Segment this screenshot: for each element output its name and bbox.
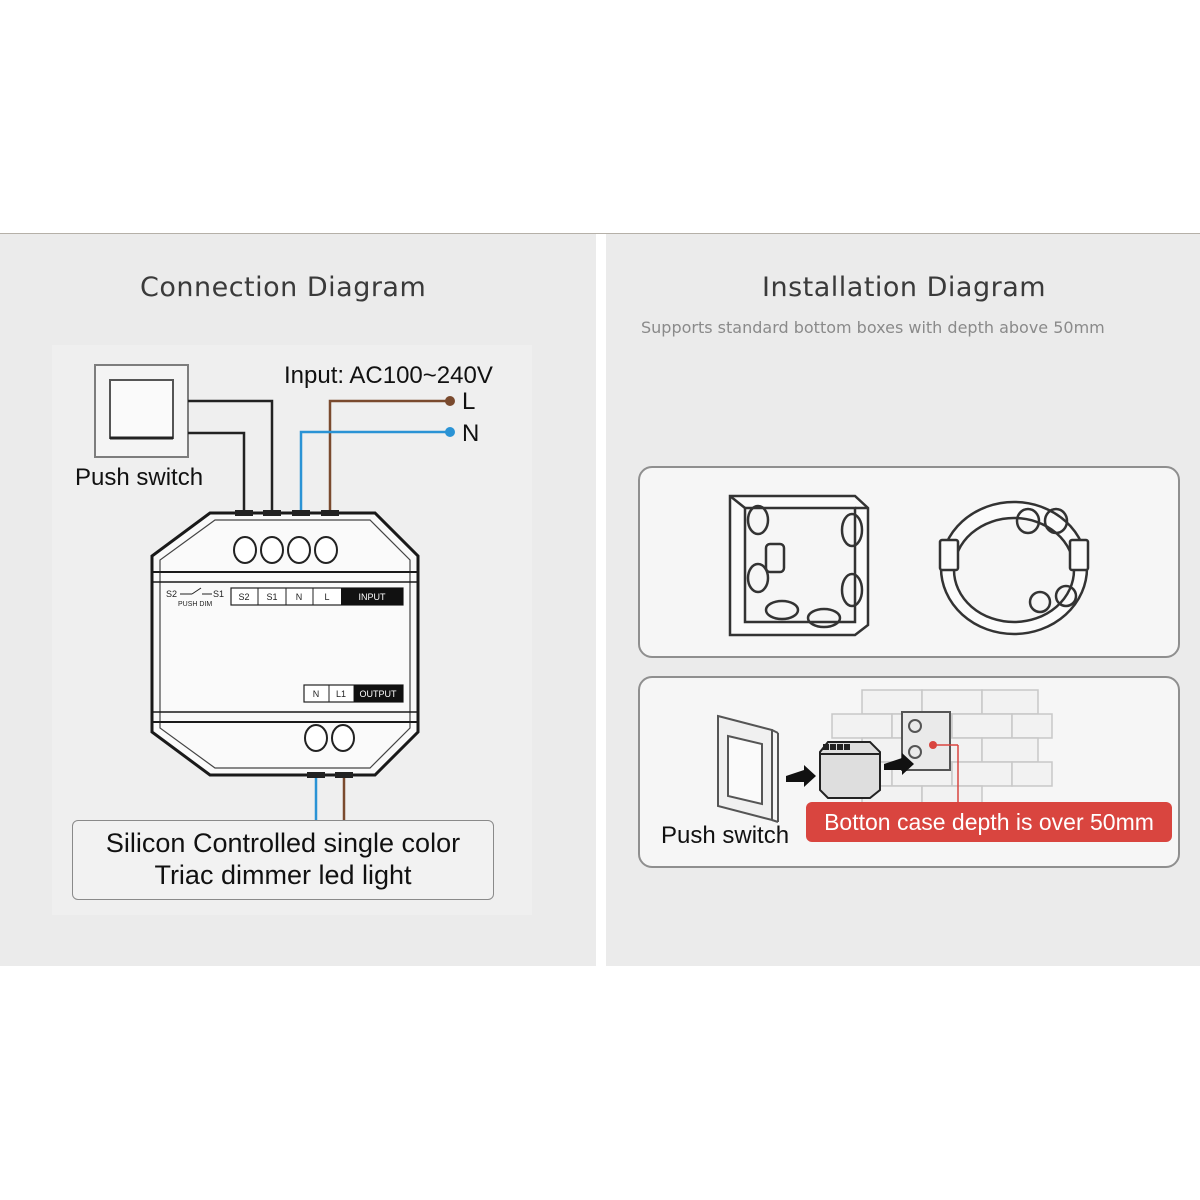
round-back-box-icon: [938, 500, 1090, 636]
symbol-s2-text: S2: [166, 589, 177, 599]
input-voltage-label: Input: AC100~240V: [284, 362, 493, 389]
push-switch-label: Push switch: [75, 464, 204, 491]
output-term-l1: L1: [336, 689, 346, 699]
output-term-n: N: [313, 689, 320, 699]
neutral-label: N: [462, 420, 480, 447]
connection-diagram: S2 S1 PUSH DIM S2 S1 N L INPUT N L1 OUTP…: [94, 364, 455, 822]
installation-drawings: [717, 494, 1090, 823]
live-terminal-dot: [445, 396, 455, 406]
push-switch-icon: [94, 364, 189, 458]
output-tag-text: OUTPUT: [360, 689, 398, 699]
symbol-s1-text: S1: [213, 589, 224, 599]
dimmer-module-icon: [819, 741, 881, 799]
input-term-l: L: [324, 592, 329, 602]
push-dim-symbol-icon: S2 S1 PUSH DIM: [166, 587, 224, 608]
input-terminal-strip: S2 S1 N L INPUT: [230, 587, 404, 606]
depth-note-badge: Botton case depth is over 50mm: [806, 802, 1172, 842]
arrow-right-icon: [786, 765, 816, 787]
wall-box-icon: [901, 711, 959, 802]
back-box-types-card: [638, 466, 1180, 658]
switch-wire-s1: [188, 431, 246, 515]
output-terminal-strip: N L1 OUTPUT: [303, 684, 404, 703]
live-wire: [328, 399, 450, 515]
arrow-right-icon: [884, 753, 914, 775]
input-term-s2: S2: [238, 592, 249, 602]
connection-title: Connection Diagram: [140, 272, 427, 303]
neutral-terminal-dot: [445, 427, 455, 437]
top-divider: [0, 233, 1200, 234]
neutral-wire: [299, 430, 450, 515]
wall-switch-icon: [717, 714, 779, 823]
dimmer-module: [150, 510, 420, 778]
input-term-s1: S1: [266, 592, 277, 602]
load-caption-line1: Silicon Controlled single color: [105, 828, 461, 858]
installation-title: Installation Diagram: [762, 272, 1047, 303]
switch-wire-s2: [188, 399, 274, 515]
square-back-box-icon: [728, 494, 870, 637]
input-tag-text: INPUT: [359, 592, 387, 602]
load-caption-box: Silicon Controlled single color Triac di…: [72, 820, 494, 900]
line-label: L: [462, 388, 476, 415]
load-caption-line2: Triac dimmer led light: [154, 860, 412, 890]
input-term-n: N: [296, 592, 303, 602]
install-push-switch-label: Push switch: [661, 822, 790, 849]
symbol-caption-text: PUSH DIM: [178, 601, 212, 608]
installation-subtitle: Supports standard bottom boxes with dept…: [641, 318, 1105, 337]
